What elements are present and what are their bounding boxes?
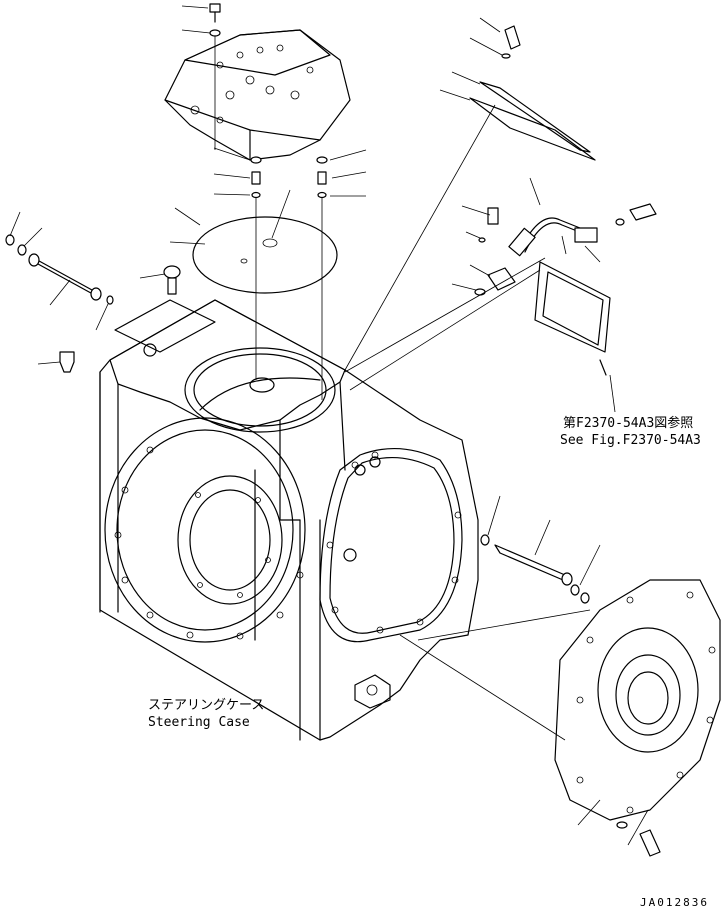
eye-bolt <box>163 265 181 295</box>
leader-lines <box>9 5 649 846</box>
side-cover <box>554 579 721 821</box>
valve-bolt <box>209 3 221 150</box>
right-shaft <box>480 534 590 604</box>
valve-seals <box>250 156 328 400</box>
left-flange-bolts <box>114 446 304 640</box>
cover-plate <box>469 81 596 161</box>
pipe-assembly <box>487 203 657 257</box>
left-orings <box>5 234 27 256</box>
main-label-jp: ステアリングケース <box>148 698 264 713</box>
valve-gasket <box>192 216 338 294</box>
plug <box>59 351 75 373</box>
cover-bolts-right <box>616 821 661 857</box>
main-label-en: Steering Case <box>148 715 250 730</box>
drawing-code: JA012836 <box>640 896 709 909</box>
control-valve <box>164 29 351 161</box>
reference-note-jp: 第F2370-54A3図参照 <box>563 415 693 431</box>
steering-case <box>99 299 479 741</box>
reference-note: 第F2370-54A3図参照 See Fig.F2370-54A3 <box>560 415 701 448</box>
main-label: ステアリングケース Steering Case <box>148 698 264 730</box>
cover-bolt <box>501 25 521 59</box>
reference-note-en: See Fig.F2370-54A3 <box>560 433 701 448</box>
inspection-cover <box>534 261 611 376</box>
left-shaft <box>28 253 114 305</box>
